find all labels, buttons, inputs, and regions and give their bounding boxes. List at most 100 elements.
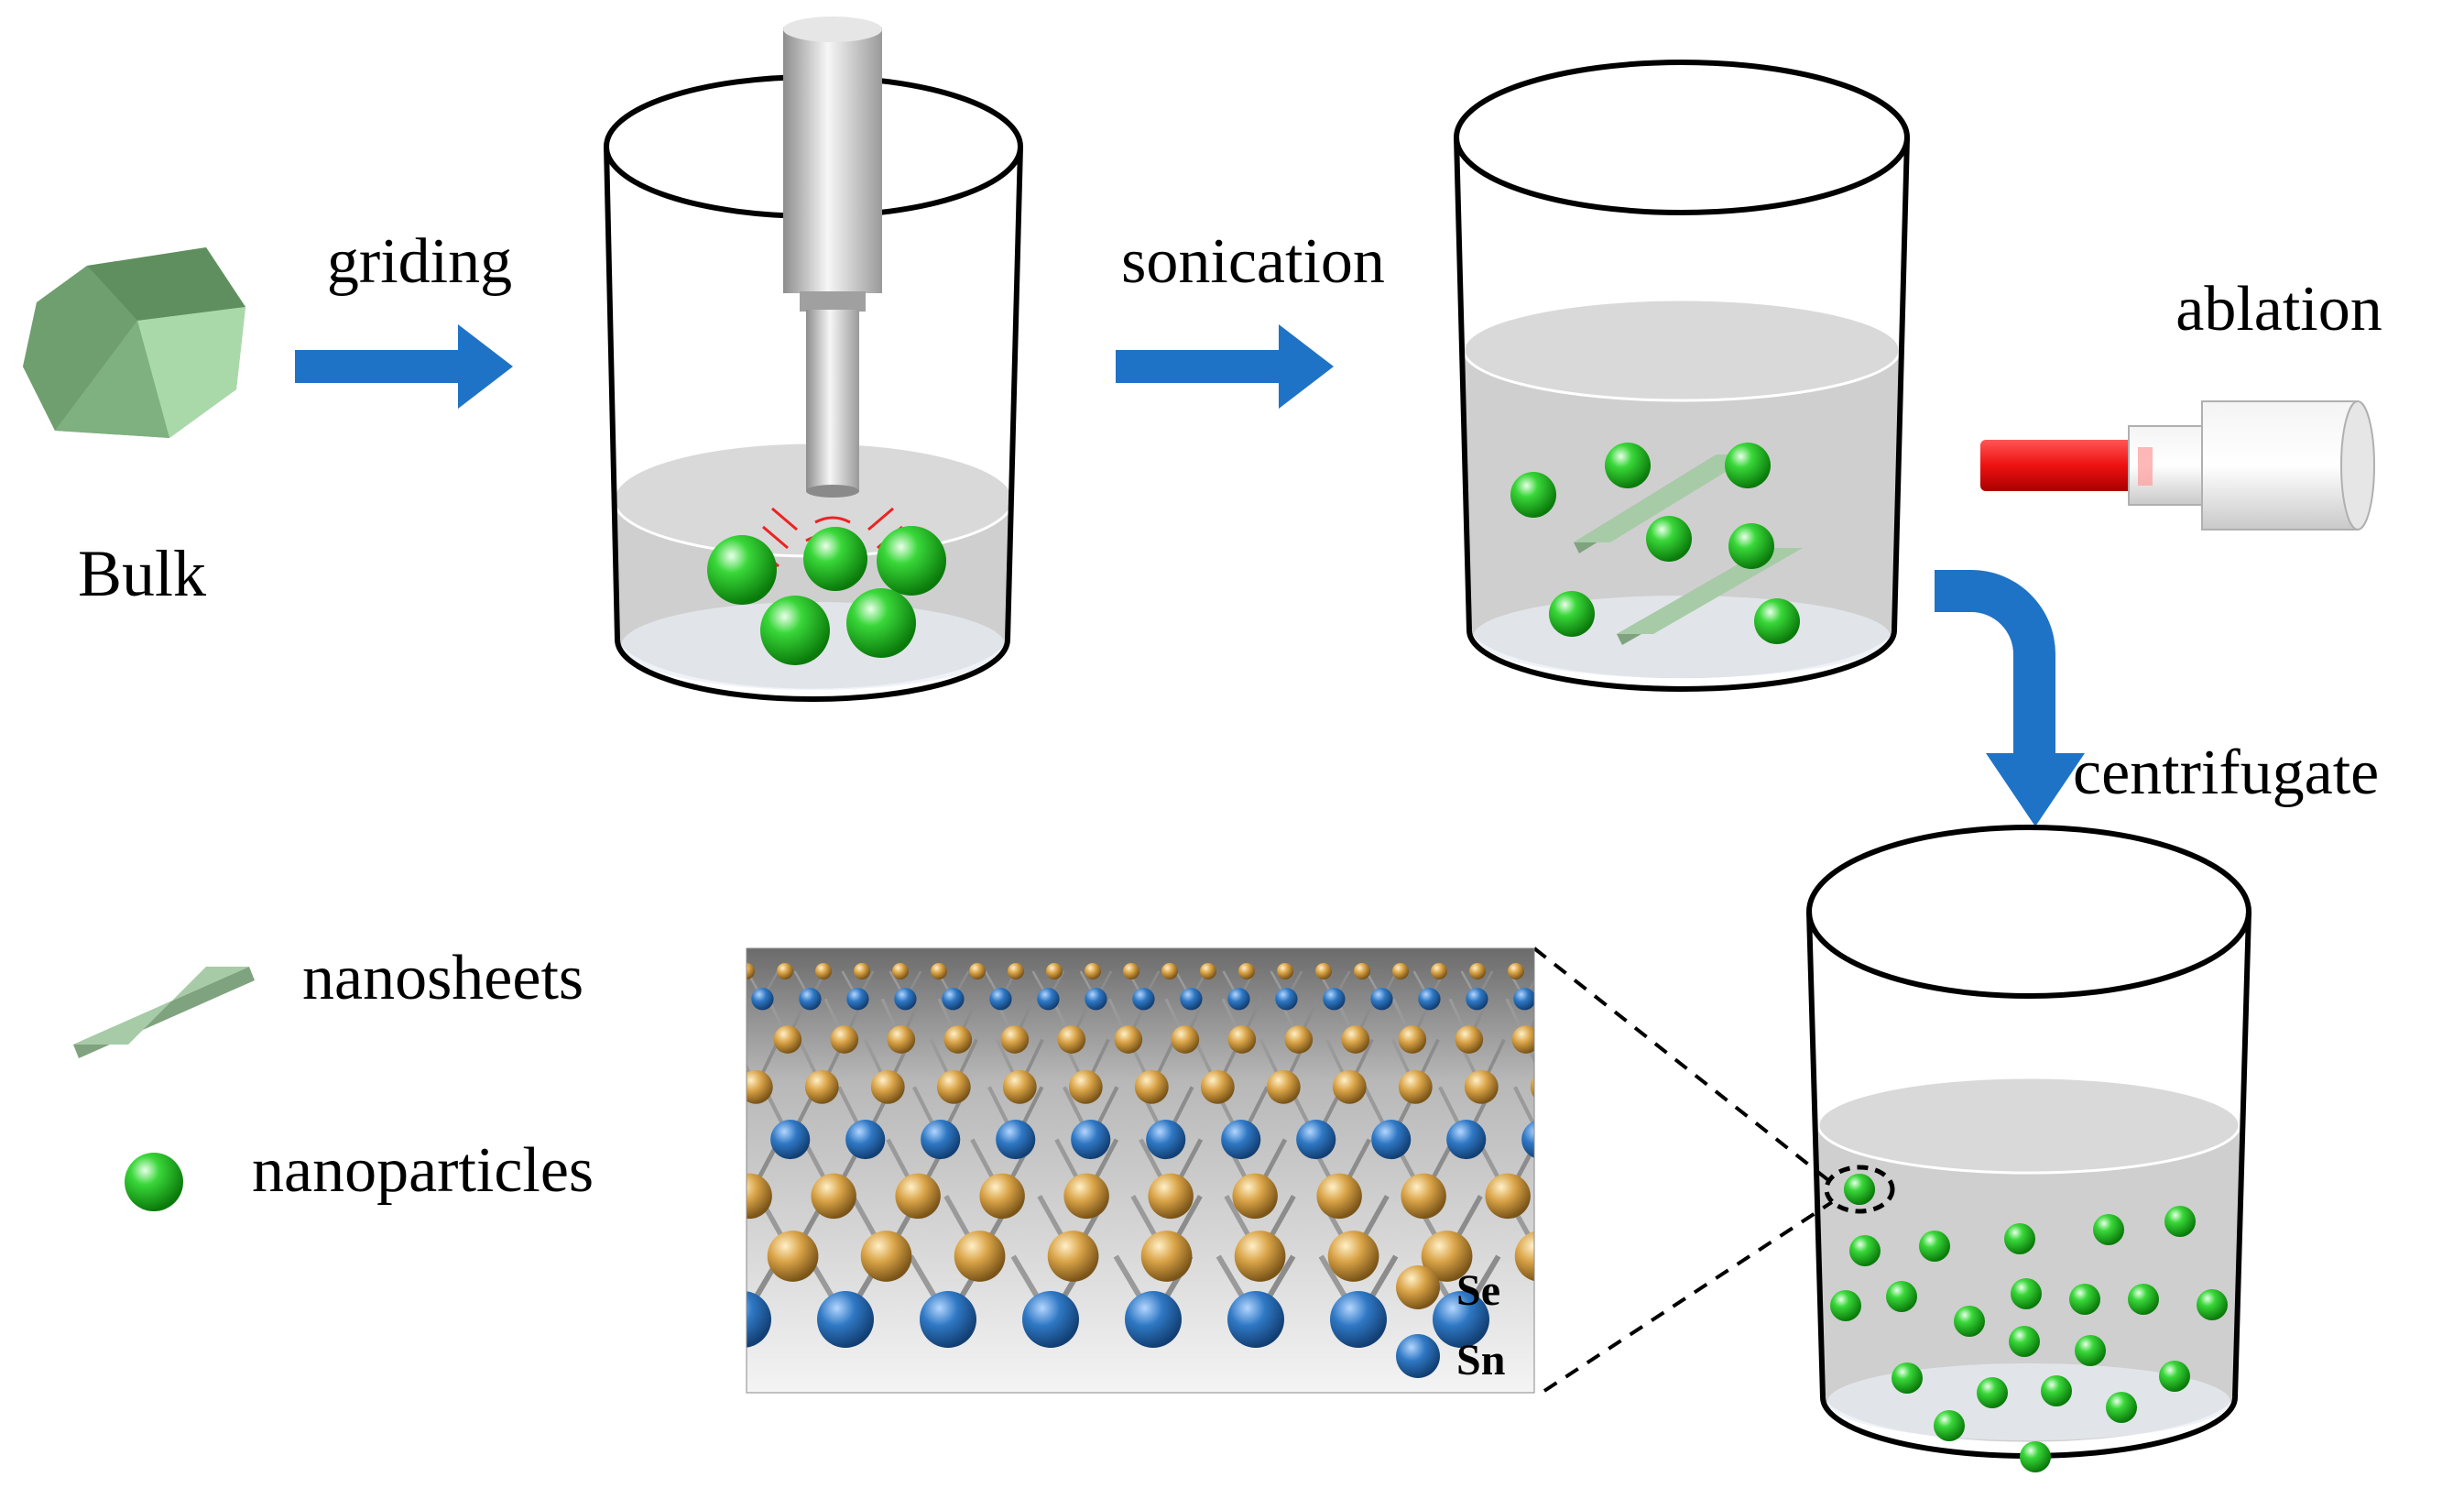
- sn-atom: [747, 1291, 771, 1348]
- se-atom: [1508, 963, 1524, 979]
- highlighted-particle: [1824, 1165, 1895, 1214]
- se-atom: [854, 963, 870, 979]
- sn-atom: [1466, 988, 1488, 1011]
- se-atom: [717, 1025, 746, 1054]
- sn-atom: [1330, 1291, 1387, 1348]
- se-atom: [895, 1173, 941, 1220]
- sn-atom: [1037, 988, 1060, 1011]
- sn-atom: [1227, 1291, 1284, 1348]
- se-atom: [747, 1069, 773, 1104]
- ablation-label: ablation: [2175, 274, 2382, 345]
- sn-atom: [989, 988, 1012, 1011]
- se-atom: [773, 1025, 802, 1054]
- legend-nanoparticles-label: nanoparticles: [252, 1135, 594, 1206]
- se-atom: [943, 1025, 973, 1054]
- se-atom: [1200, 963, 1216, 979]
- se-atom: [1234, 1231, 1286, 1282]
- beaker-sonicated-nanosheets: [1574, 454, 1803, 645]
- sn-atom: [1085, 988, 1107, 1011]
- se-atom: [1068, 1069, 1103, 1104]
- se-atom: [860, 1231, 912, 1282]
- se-atom: [1431, 963, 1447, 979]
- griding-arrow: [295, 324, 513, 409]
- se-atom: [1171, 1025, 1200, 1054]
- se-atom: [1455, 1025, 1484, 1054]
- se-atom: [1000, 1025, 1030, 1054]
- sn-atom: [817, 1291, 874, 1348]
- se-atom: [1315, 963, 1332, 979]
- legend-nanosheet-icon: [73, 967, 255, 1058]
- bond: [689, 1087, 715, 1139]
- se-atom: [954, 1231, 1006, 1282]
- sn-atom: [1132, 988, 1155, 1011]
- sn-atom: [1296, 1120, 1336, 1160]
- se-atom: [931, 963, 947, 979]
- se-atom: [936, 1069, 971, 1104]
- se-atom: [1008, 963, 1024, 979]
- bond: [747, 1186, 752, 1198]
- se-atom: [1284, 1025, 1314, 1054]
- se-atom: [815, 963, 832, 979]
- se-atom: [1392, 963, 1409, 979]
- se-atom: [1341, 1025, 1370, 1054]
- sn-atom: [695, 1120, 735, 1159]
- centrifugate-label: centrifugate: [2073, 738, 2379, 808]
- bond: [1542, 1087, 1568, 1139]
- se-atom: [1421, 1231, 1473, 1282]
- sn-atom: [942, 988, 965, 1011]
- bond: [1541, 1196, 1575, 1256]
- sn-atom: [1221, 1120, 1261, 1160]
- se-atom: [1238, 963, 1255, 979]
- sn-atom: [845, 1120, 886, 1160]
- se-atom: [1266, 1069, 1301, 1104]
- se-atom: [830, 1025, 859, 1054]
- zoom-line-bottom: [1543, 1200, 1834, 1393]
- se-atom: [1514, 1231, 1534, 1282]
- se-atom: [1161, 963, 1178, 979]
- se-atom: [1114, 1025, 1143, 1054]
- se-atom: [1398, 1025, 1427, 1054]
- se-atom: [1227, 1025, 1257, 1054]
- se-atom: [1398, 1069, 1433, 1104]
- se-atom: [1277, 963, 1293, 979]
- beaker-sonicated: [1454, 60, 1910, 692]
- sn-atom: [1125, 1291, 1182, 1348]
- sn-atom: [846, 988, 869, 1011]
- se-atom: [1511, 1025, 1534, 1054]
- sn-atom: [1418, 988, 1441, 1011]
- snse-structure-inset: [674, 947, 1575, 1394]
- se-atom: [804, 1069, 839, 1104]
- se-atom-icon: [1396, 1265, 1440, 1309]
- beaker-sonicated-particles: [1510, 443, 1800, 644]
- sn-atom: [1446, 1120, 1487, 1160]
- se-atom: [1530, 1076, 1534, 1098]
- sn-atom: [1146, 1120, 1186, 1160]
- se-atom: [1401, 1173, 1446, 1220]
- sn-atom: [1180, 988, 1203, 1011]
- bulk-crystal: [23, 247, 245, 438]
- beaker-centrifuged-particles: [1830, 1174, 2228, 1472]
- se-atom: [1485, 1173, 1531, 1220]
- se-atom: [1469, 963, 1486, 979]
- se-atom: [870, 1069, 905, 1104]
- bond: [712, 999, 731, 1039]
- se-atom: [1046, 963, 1063, 979]
- sonication-probe: [783, 16, 882, 498]
- sn-atom: [1433, 1291, 1489, 1348]
- sonication-label: sonication: [1121, 226, 1385, 297]
- se-atom: [674, 1231, 725, 1282]
- se-atom: [1327, 1231, 1379, 1282]
- se-atom: [1063, 1173, 1109, 1220]
- se-atom: [1047, 1231, 1099, 1282]
- sn-atom: [920, 1291, 976, 1348]
- sn-atom: [894, 988, 917, 1011]
- sn-atom: [1022, 1291, 1079, 1348]
- se-atom: [892, 963, 909, 979]
- sn-atom: [1323, 988, 1346, 1011]
- bond: [715, 1087, 742, 1139]
- se-atom: [1148, 1173, 1194, 1220]
- sn-atom-icon: [1396, 1334, 1440, 1378]
- sn-atom: [1370, 988, 1393, 1011]
- se-atom: [1354, 963, 1370, 979]
- se-atom: [747, 963, 755, 979]
